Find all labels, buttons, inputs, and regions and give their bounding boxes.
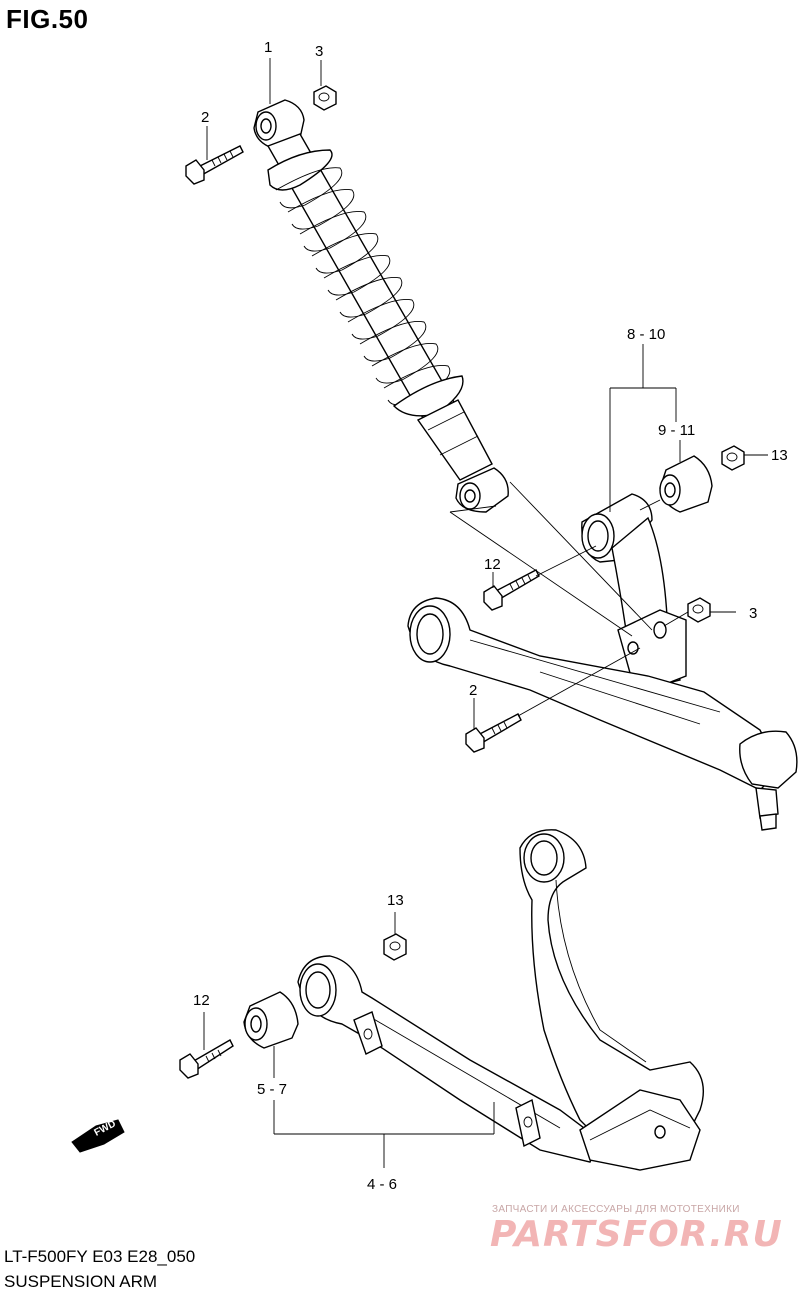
leader-lines-lower — [203, 912, 495, 1168]
callout-9-11: 9 - 11 — [658, 422, 696, 439]
callout-8-10: 8 - 10 — [627, 326, 666, 343]
callout-1: 1 — [264, 39, 273, 56]
bushing-lower — [243, 991, 299, 1049]
diagram-name: SUSPENSION ARM — [4, 1272, 158, 1291]
lower-suspension-arm — [297, 829, 704, 1171]
callout-12-low: 12 — [193, 992, 210, 1009]
diagram-code: LT-F500FY E03 E28_050 — [4, 1247, 196, 1266]
flange-nut-3-mid — [687, 597, 711, 623]
watermark-tagline: ЗАПЧАСТИ И АКСЕССУАРЫ ДЛЯ МОТОТЕХНИКИ — [492, 1204, 740, 1215]
bolt-12-mid — [483, 569, 540, 611]
callout-3-mid: 3 — [749, 605, 758, 622]
shock-absorber — [253, 99, 509, 513]
watermark-brand: PARTSFOR.RU — [490, 1214, 783, 1255]
callout-3-top: 3 — [315, 43, 324, 60]
bushing-upper — [659, 455, 713, 513]
callout-4-6: 4 - 6 — [367, 1176, 398, 1193]
callout-13-low: 13 — [387, 892, 404, 909]
callout-12-mid: 12 — [484, 556, 501, 573]
callout-2-mid: 2 — [469, 682, 478, 699]
callout-2-top: 2 — [201, 109, 210, 126]
flange-nut-top — [313, 85, 337, 111]
leader-lines-upper — [206, 58, 768, 730]
bolt-2-mid — [465, 713, 522, 753]
callout-5-7: 5 - 7 — [257, 1081, 288, 1098]
callout-13-top: 13 — [771, 447, 788, 464]
bolt-top — [185, 145, 244, 185]
flange-nut-13-top — [721, 445, 745, 471]
flange-nut-13-low — [383, 933, 407, 961]
bolt-12-low — [179, 1039, 234, 1079]
fwd-arrow-icon — [71, 1119, 125, 1153]
upper-suspension-arm — [407, 493, 798, 831]
figure-title: FIG.50 — [6, 4, 89, 34]
